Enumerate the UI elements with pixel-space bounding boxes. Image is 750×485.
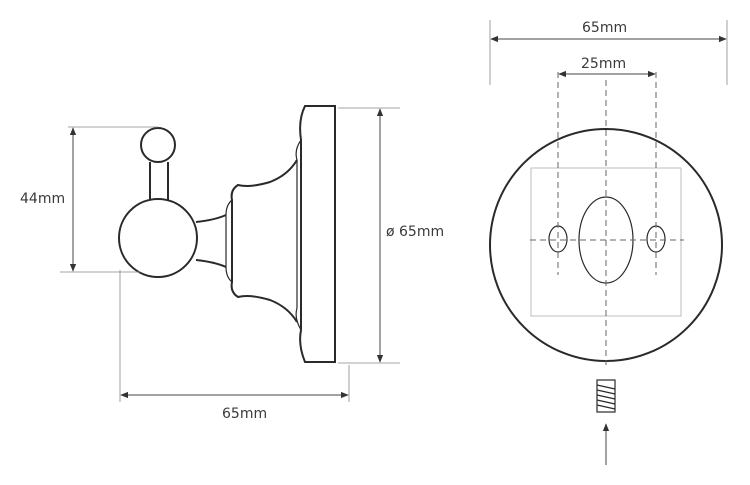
hole-spacing-label: 25mm: [581, 56, 626, 72]
wall-plate-inner: [295, 139, 302, 331]
height-label: 44mm: [20, 191, 65, 207]
screw-hole-right: [646, 225, 666, 253]
set-screw: [596, 379, 616, 413]
width-label: 65mm: [582, 20, 627, 36]
rose-profile: [230, 159, 298, 323]
hook-body: [118, 198, 198, 278]
screw-hole-left: [548, 225, 568, 253]
depth-label: 65mm: [222, 406, 267, 422]
hook-stem: [149, 162, 169, 200]
diameter-label: ø 65mm: [386, 224, 444, 240]
side-view: 44mm ø 65mm 65mm: [20, 105, 444, 422]
arm-neck: [195, 214, 227, 268]
front-view: 65mm 25mm: [489, 20, 728, 465]
hook-knob: [140, 127, 176, 163]
rose-inner: [225, 199, 233, 283]
wall-plate: [299, 105, 336, 363]
